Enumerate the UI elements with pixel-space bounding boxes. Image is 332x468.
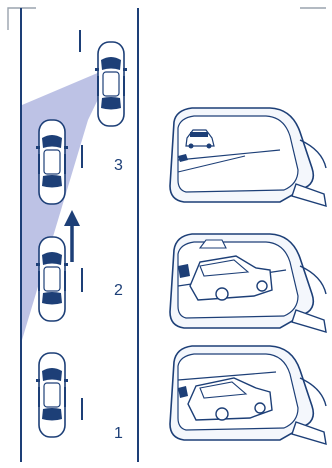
- overtaking-car: [95, 42, 127, 126]
- side-mirror-view-1: [170, 346, 326, 444]
- position-label-1: 1: [114, 425, 123, 443]
- host-car-position-2: [36, 237, 68, 321]
- direction-arrow-icon: [64, 210, 80, 262]
- host-car-position-1: [36, 353, 68, 437]
- position-label-3: 3: [114, 157, 123, 175]
- side-mirror-view-2: [170, 234, 326, 332]
- host-car-position-3: [36, 120, 68, 204]
- position-label-2: 2: [114, 282, 123, 300]
- side-mirror-view-3: [170, 108, 326, 206]
